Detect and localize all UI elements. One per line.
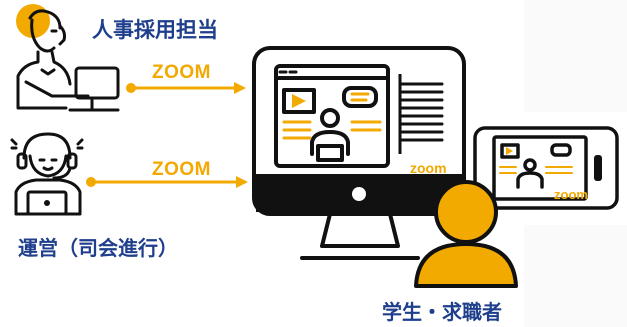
hr-label: 人事採用担当 — [92, 18, 218, 42]
student-silhouette-icon — [414, 180, 518, 288]
hr-zoom-arrow — [126, 82, 246, 94]
students-label: 学生・求職者 — [382, 300, 502, 324]
zoom-connection-label: ZOOM — [152, 62, 211, 83]
tablet-zoom-brand: zoom — [554, 187, 588, 202]
tablet-icon — [473, 126, 619, 210]
monitor-zoom-brand: zoom — [410, 160, 447, 176]
operator-zoom-arrow — [86, 176, 248, 188]
hr-person-laptop-icon — [16, 4, 120, 112]
desktop-monitor-icon — [252, 46, 466, 260]
background-panel — [524, 225, 627, 327]
zoom-connection-label: ZOOM — [152, 159, 211, 180]
background-panel — [524, 0, 627, 112]
operations-label: 運営（司会進行） — [18, 236, 178, 260]
operator-headset-icon — [10, 132, 84, 216]
